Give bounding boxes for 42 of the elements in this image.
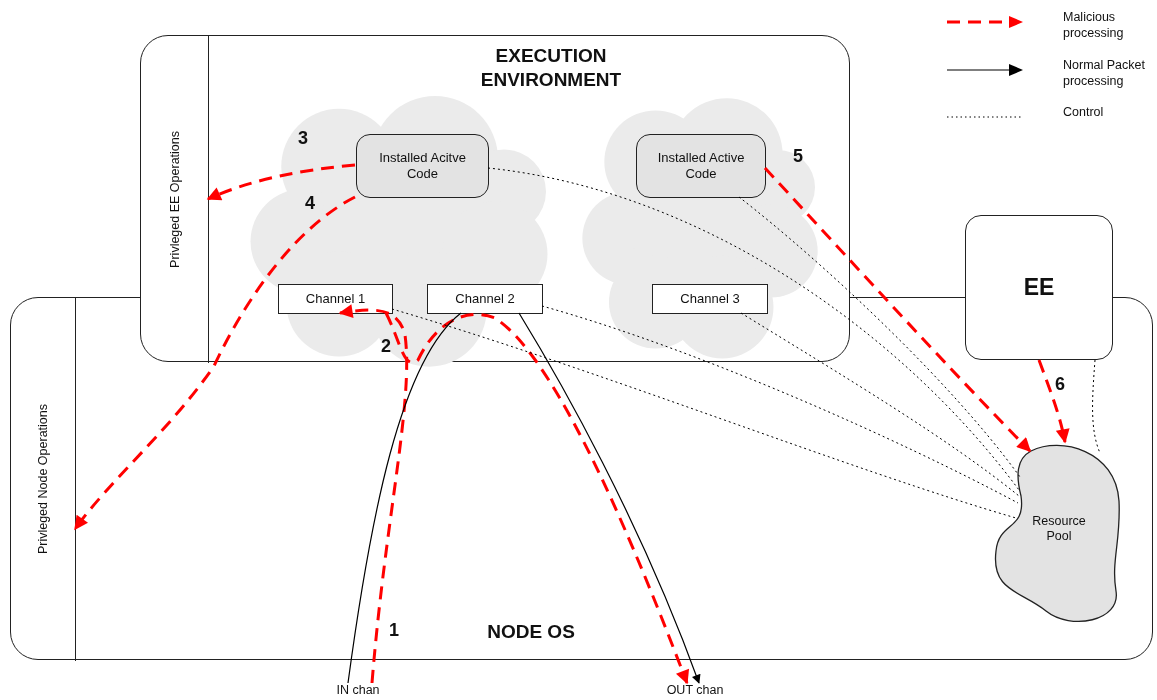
ee-box [965, 215, 1113, 360]
connector-line [1092, 359, 1101, 454]
legend-label: Malicious processing [1063, 10, 1125, 42]
box-label: Installed Acitve Code [378, 150, 467, 182]
step-number: 4 [305, 193, 315, 214]
box-label: Channel 1 [305, 291, 366, 307]
box-label: Channel 3 [680, 291, 740, 307]
arrow [338, 304, 409, 684]
section-heading: EXECUTION ENVIRONMENT [479, 44, 623, 92]
channel-box [652, 284, 768, 314]
connector-line [487, 167, 1020, 491]
connector-line [541, 305, 1019, 504]
section-heading: NODE OS [486, 620, 576, 644]
code-box [356, 134, 489, 198]
code-box [636, 134, 766, 198]
box-label: Channel 2 [455, 291, 515, 307]
connector-line [391, 308, 1017, 519]
arrow [384, 312, 689, 685]
box-label: EE [1023, 273, 1055, 302]
step-number: 6 [1055, 374, 1065, 395]
band-label: Privleged EE Operations [167, 131, 182, 268]
arrow [1037, 359, 1070, 444]
arrow [518, 312, 701, 684]
arrow [763, 167, 1032, 453]
step-number: 1 [389, 620, 399, 641]
channel-label: IN chan [330, 683, 386, 699]
channel-box [278, 284, 393, 314]
legend-label: Normal Packet processing [1063, 58, 1146, 90]
channel-label: OUT chan [660, 683, 730, 699]
shape-label: Resource Pool [1031, 514, 1087, 544]
arrow [73, 195, 356, 531]
step-number: 3 [298, 128, 308, 149]
connector-line [347, 312, 462, 684]
band-label: Privleged Node Operations [36, 404, 50, 555]
channel-box [427, 284, 543, 314]
arrow [206, 163, 356, 201]
legend-label: Control [1063, 105, 1105, 121]
box-label: Installed Active Code [656, 150, 746, 182]
step-number: 2 [381, 336, 391, 357]
connector-line [740, 312, 1020, 497]
step-number: 5 [793, 146, 803, 167]
connector-line [738, 196, 1021, 478]
